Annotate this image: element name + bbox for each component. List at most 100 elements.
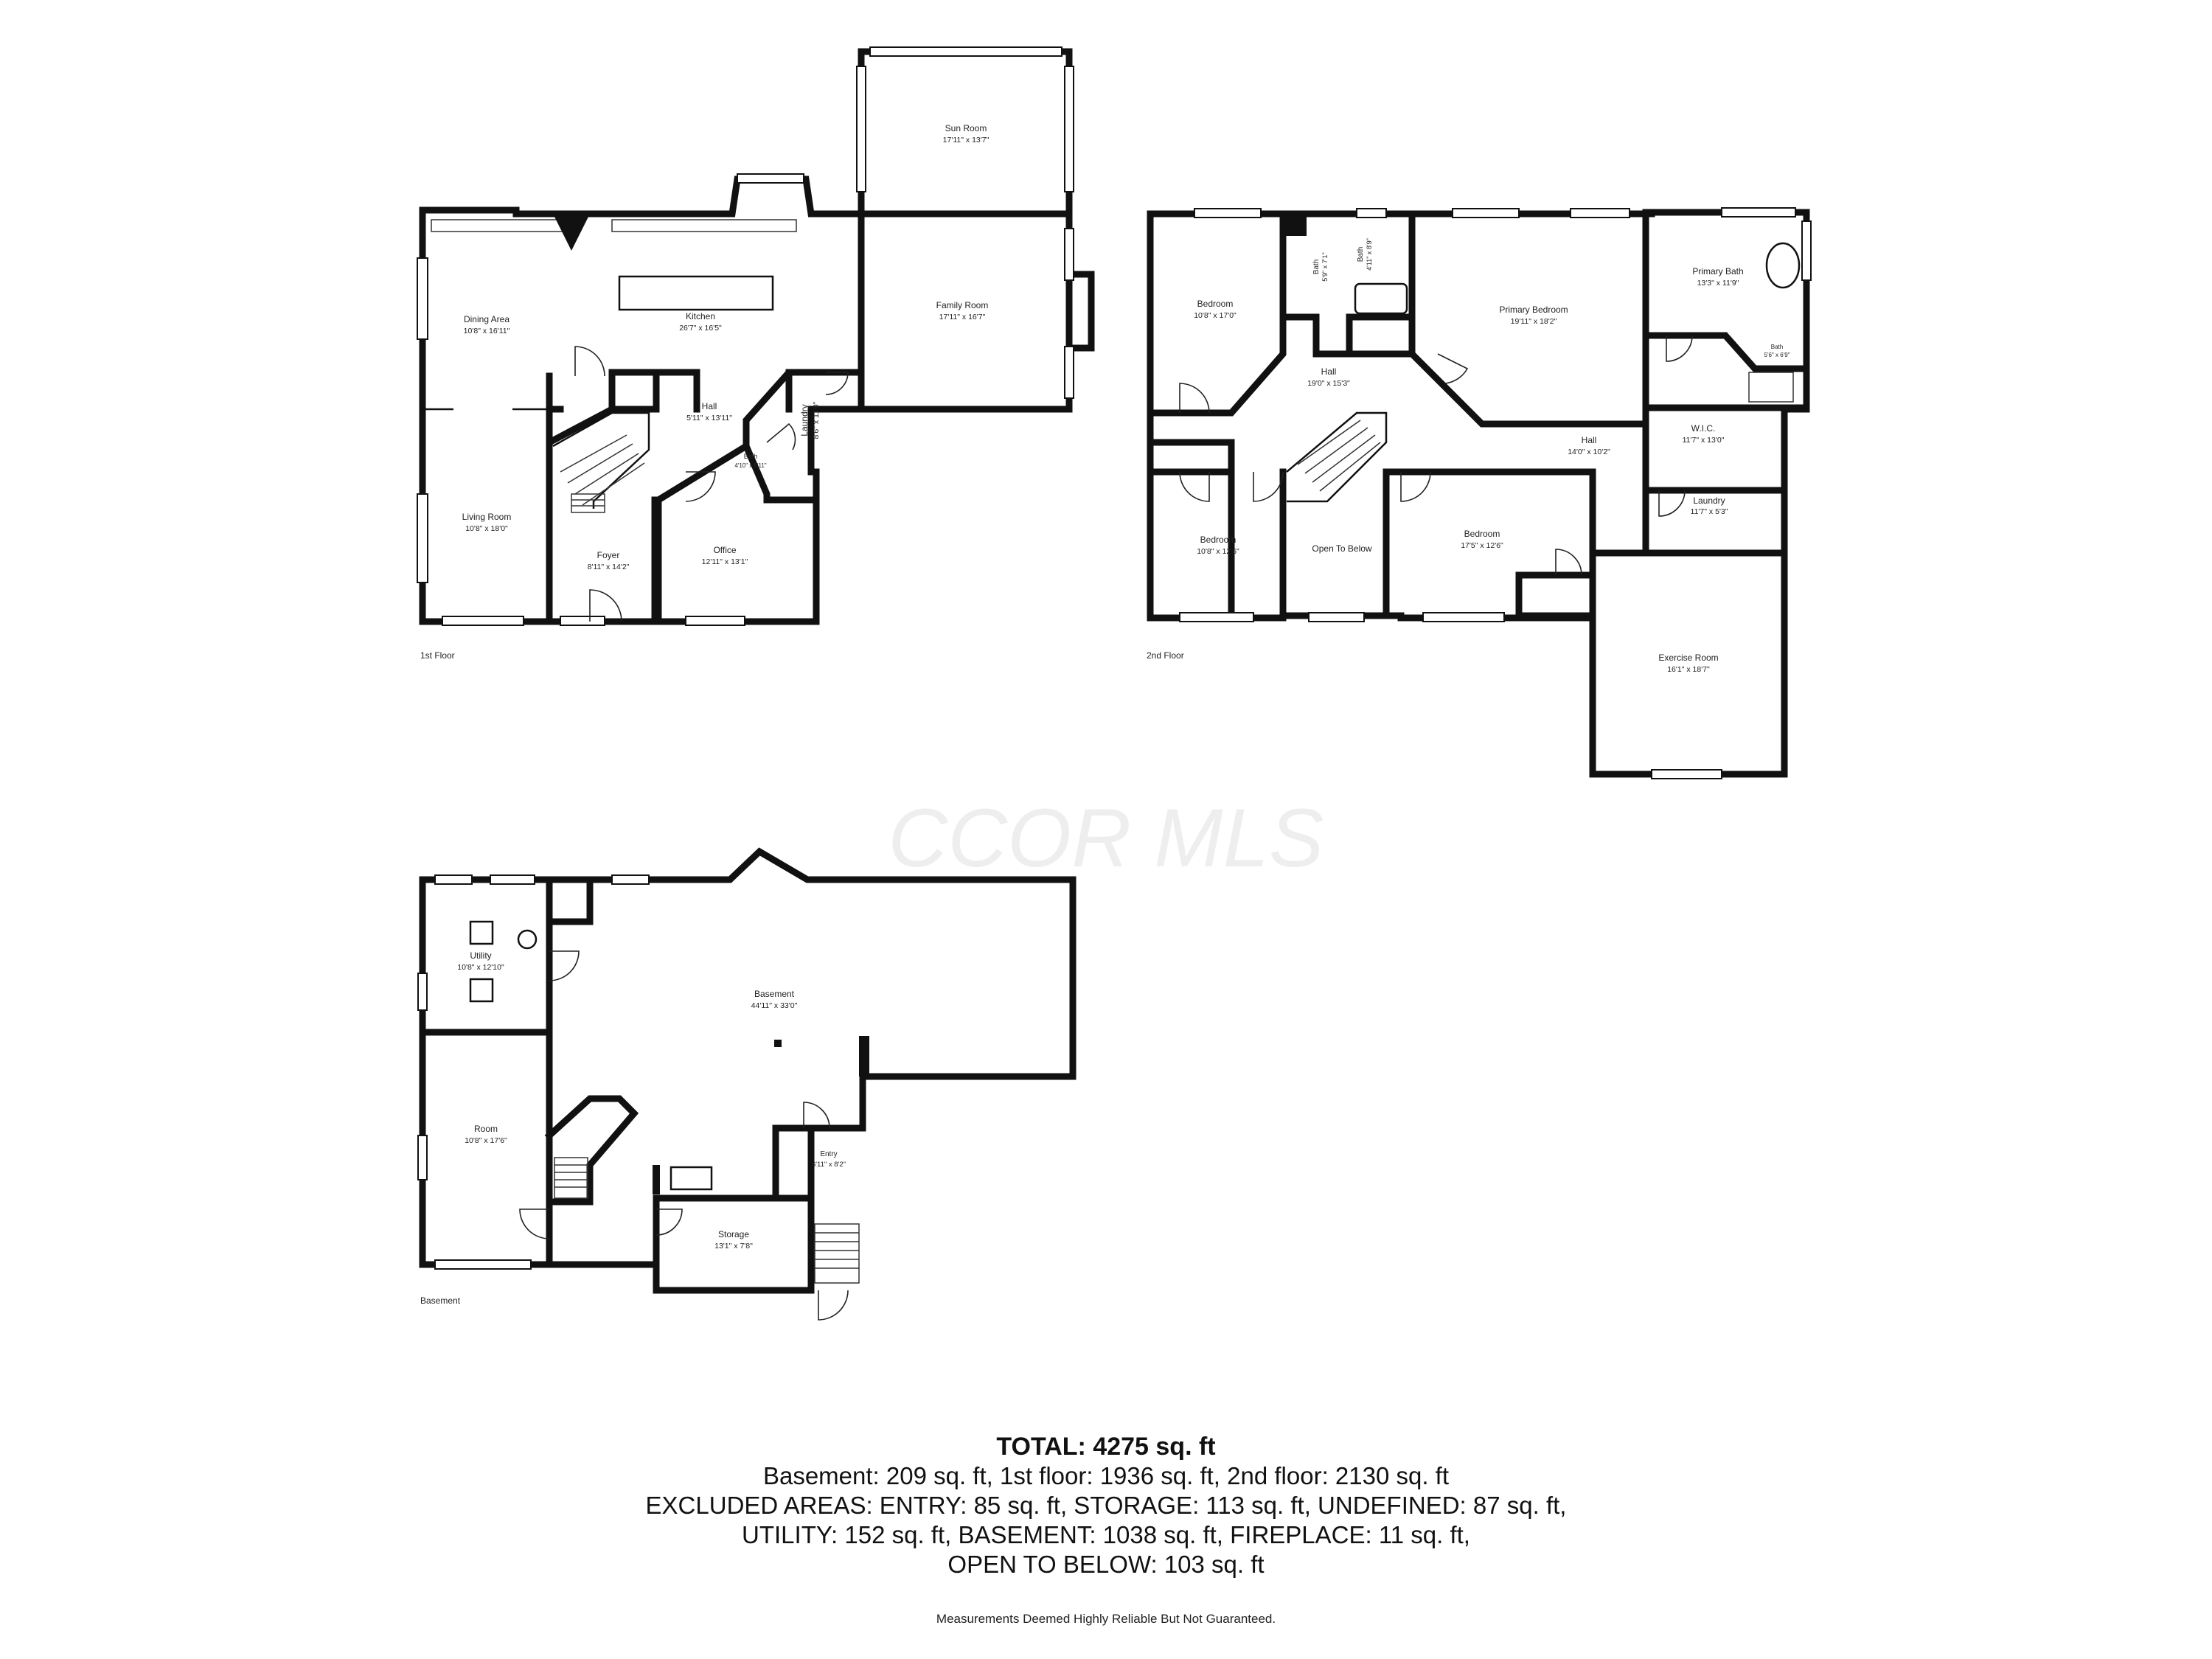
second-floor-chase	[1283, 214, 1307, 236]
primary-bath-dim: 13'3" x 11'9"	[1697, 279, 1739, 288]
first-hall-dim: 5'11" x 13'11"	[686, 414, 732, 422]
bedroom-nw-dim: 10'8" x 17'0"	[1194, 311, 1237, 320]
electrical-panel-icon	[517, 929, 538, 950]
storage-dim: 13'1" x 7'8"	[714, 1242, 753, 1251]
room-name: Room	[474, 1124, 498, 1134]
first-floor-stairs	[552, 411, 650, 513]
first-laundry-dim: 8'6" x 11'0"	[812, 401, 821, 439]
excluded-areas-2: UTILITY: 152 sq. ft, BASEMENT: 1038 sq. …	[742, 1521, 1470, 1548]
closet-south	[1515, 571, 1596, 619]
family-room-walls	[858, 210, 1073, 413]
first-laundry-name: Laundry	[799, 404, 810, 436]
sun-room-dim: 17'11" x 13'7"	[943, 136, 990, 145]
hall-main-name: Hall	[1321, 366, 1337, 377]
foyer-dim: 8'11" x 14'2"	[588, 563, 630, 571]
counter-west	[431, 219, 580, 232]
bath-walls	[1279, 210, 1416, 358]
room-dim: 10'8" x 17'6"	[465, 1136, 507, 1145]
bath-b-name: Bath	[1357, 247, 1365, 262]
exercise-room-walls	[1589, 549, 1788, 778]
basement-room-name: Basement	[754, 989, 795, 999]
hall-main-dim: 19'0" x 15'3"	[1307, 379, 1350, 388]
area-summary: TOTAL: 4275 sq. ft Basement: 209 sq. ft,…	[0, 1432, 2212, 1579]
first-floor-outline	[419, 175, 865, 625]
first-floor-plan: 1st Floor Sun Room 17'11" x 13'7" Dining…	[417, 46, 1095, 661]
basement-outline	[419, 847, 1077, 1294]
second-floor-label: 2nd Floor	[1147, 650, 1184, 661]
second-floor-plan: 2nd Floor Bedroom 10'8" x 17'0" Bath 5'9…	[1147, 207, 1812, 779]
exercise-room-name: Exercise Room	[1658, 653, 1718, 663]
dining-area-name: Dining Area	[464, 314, 509, 324]
sun-room-name: Sun Room	[945, 123, 987, 133]
total-area: TOTAL: 4275 sq. ft	[996, 1433, 1216, 1461]
floor-areas: Basement: 209 sq. ft, 1st floor: 1936 sq…	[762, 1462, 1450, 1489]
first-bath-dim: 4'10" x 6'11"	[734, 462, 766, 469]
bath-small-dim: 5'6" x 6'9"	[1764, 352, 1790, 358]
family-room-name: Family Room	[936, 300, 989, 310]
family-room-dim: 17'11" x 16'7"	[939, 313, 986, 321]
hall-closet	[608, 369, 660, 413]
first-floor-label: 1st Floor	[420, 650, 455, 661]
basement-label: Basement	[420, 1295, 461, 1306]
wic-dim: 11'7" x 13'0"	[1683, 436, 1725, 445]
primary-bedroom-name: Primary Bedroom	[1499, 305, 1568, 315]
primary-bath-name: Primary Bath	[1692, 266, 1743, 276]
hall-east-dim: 14'0" x 10'2"	[1568, 448, 1610, 456]
bedroom-s-name: Bedroom	[1464, 529, 1500, 539]
primary-tub	[1765, 242, 1801, 289]
bath-small-name: Bath	[1771, 344, 1783, 350]
furnace	[469, 920, 494, 945]
second-laundry-name: Laundry	[1693, 495, 1725, 506]
laundry-wall	[742, 369, 865, 450]
kitchen-name: Kitchen	[686, 311, 715, 321]
basement-stair-wall	[544, 1095, 639, 1206]
bedroom-s-dim: 17'5" x 12'6"	[1461, 541, 1503, 550]
basement-column-block	[859, 1036, 869, 1077]
kitchen-dim: 26'7" x 16'5"	[679, 324, 722, 333]
basement-plan: Basement Utility 10'8" x 12'10" Basement…	[417, 847, 1077, 1321]
utility-name: Utility	[470, 950, 491, 961]
bedroom-nw-name: Bedroom	[1197, 299, 1234, 309]
bathtub	[1354, 282, 1408, 315]
kitchen-island	[618, 275, 774, 311]
entry-dim: 6'11" x 8'2"	[812, 1161, 846, 1169]
hall-east-name: Hall	[1582, 435, 1597, 445]
first-hall-name: Hall	[702, 401, 717, 411]
second-floor-stairs	[1286, 411, 1388, 503]
excluded-areas-3: OPEN TO BELOW: 103 sq. ft	[947, 1551, 1265, 1578]
chimney	[1065, 271, 1095, 352]
excluded-areas-1: EXCLUDED AREAS: ENTRY: 85 sq. ft, STORAG…	[645, 1492, 1567, 1519]
watermark: CCOR MLS	[888, 792, 1324, 884]
primary-suite-walls	[1642, 209, 1810, 411]
sump-pump	[669, 1166, 713, 1191]
utility-dim: 10'8" x 12'10"	[457, 963, 504, 972]
basement-room-dim: 44'11" x 33'0"	[751, 1001, 798, 1010]
office-name: Office	[713, 545, 736, 555]
bath-a-dim: 5'9" x 7'1"	[1321, 252, 1329, 281]
basement-post	[774, 1040, 782, 1047]
shower	[1748, 372, 1794, 403]
foyer-name: Foyer	[597, 550, 620, 560]
storage-name: Storage	[718, 1229, 749, 1239]
first-bath-name: Bath	[744, 453, 758, 460]
disclaimer: Measurements Deemed Highly Reliable But …	[936, 1612, 1276, 1626]
second-laundry-dim: 11'7" x 5'3"	[1691, 507, 1728, 516]
entry-name: Entry	[820, 1150, 837, 1158]
living-room-dim: 10'8" x 18'0"	[465, 524, 508, 533]
wic-name: W.I.C.	[1691, 423, 1716, 434]
office-dim: 12'11" x 13'1"	[702, 557, 748, 566]
bedroom-sw-name: Bedroom	[1200, 535, 1237, 545]
primary-bedroom-dim: 19'11" x 18'2"	[1511, 317, 1557, 326]
bath-b-dim: 4'11" x 8'9"	[1366, 238, 1373, 271]
wic-wall	[1642, 332, 1810, 372]
living-room-name: Living Room	[462, 512, 512, 522]
open-to-below-name: Open To Below	[1312, 543, 1371, 554]
basement-stairs	[554, 1157, 860, 1284]
kitchen-chimney	[553, 214, 590, 251]
exercise-room-dim: 16'1" x 18'7"	[1667, 665, 1710, 674]
bath-a-name: Bath	[1312, 260, 1321, 275]
dining-area-dim: 10'8" x 16'11"	[464, 327, 510, 335]
counter-north	[611, 219, 797, 232]
bedroom-sw-dim: 10'8" x 12'6"	[1197, 547, 1239, 556]
